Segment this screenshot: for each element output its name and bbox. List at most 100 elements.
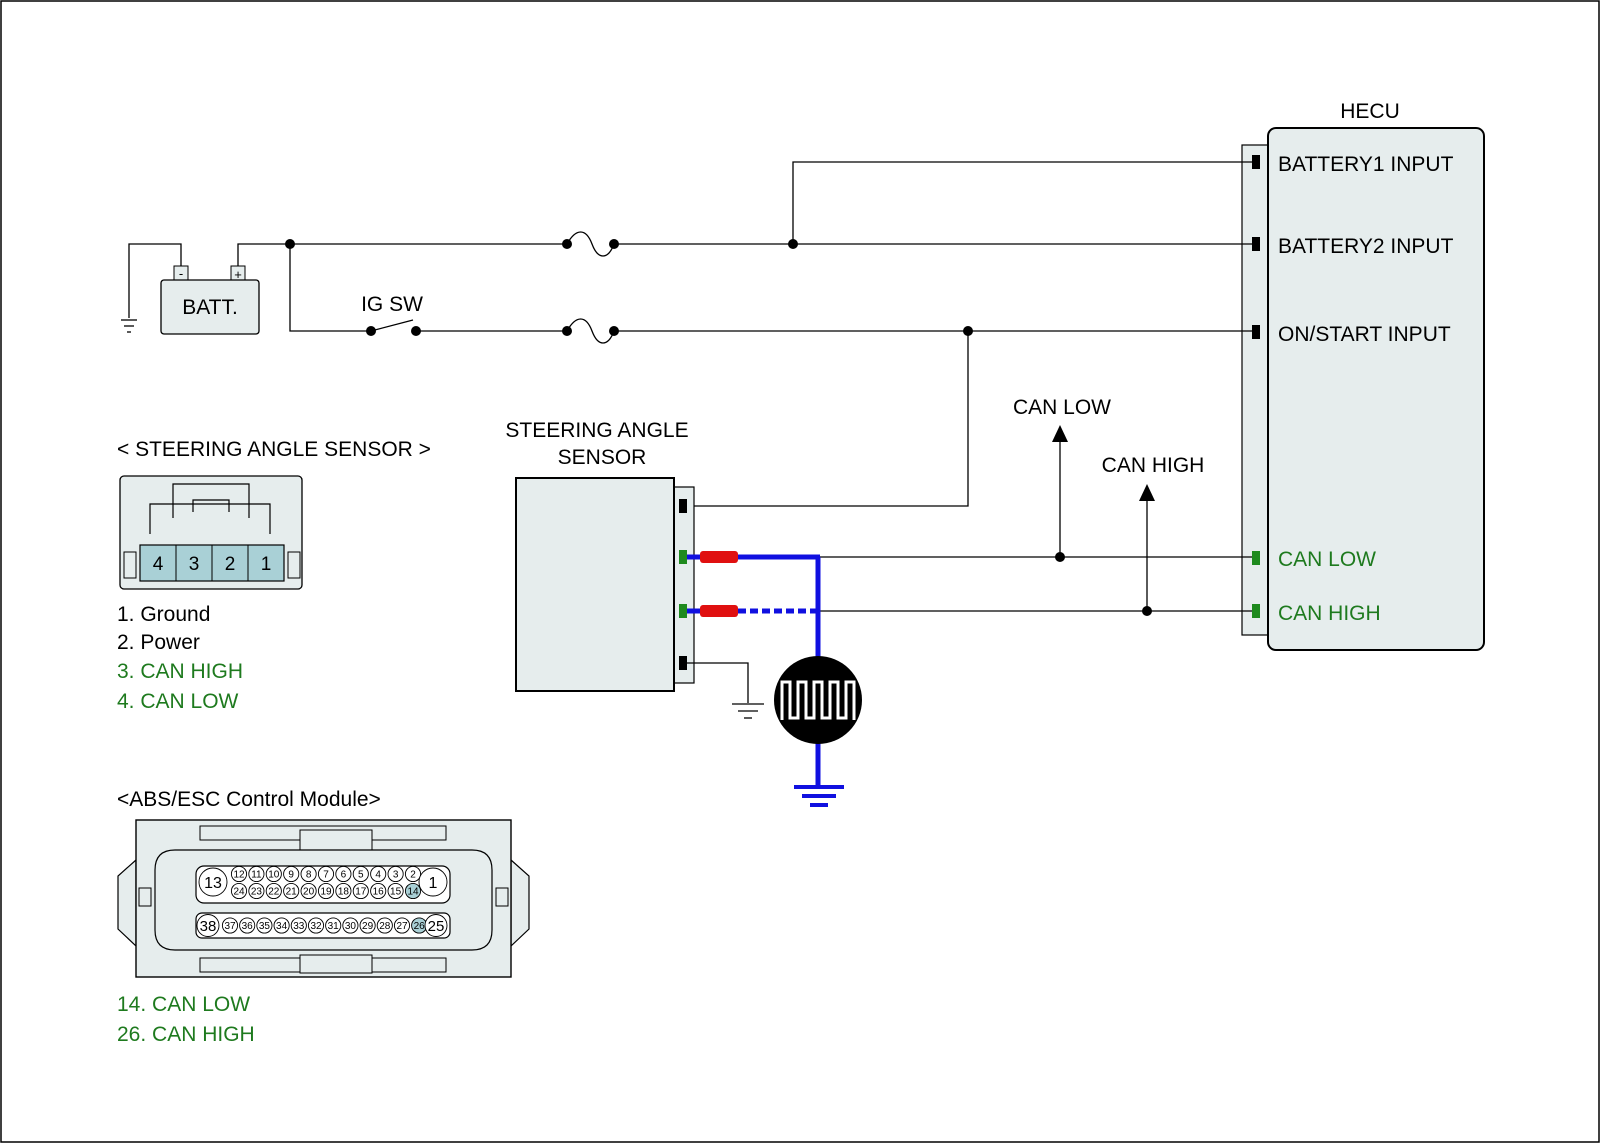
hecu-pin-battery1 [1252, 155, 1260, 169]
abs-pin [335, 865, 352, 883]
battery1-wire [792, 161, 1252, 244]
ig-switch-label: IG SW [361, 293, 423, 316]
hecu-module: HECU BATTERY1 INPUT BATTERY2 INPUT ON/ST… [1241, 100, 1485, 651]
hecu-pin-onstart [1252, 325, 1260, 339]
battery: - + BATT. [160, 265, 260, 335]
abs-pin [342, 917, 359, 934]
sas-legend-item: 2. Power [117, 631, 200, 654]
abs-pin [230, 865, 248, 883]
abs-pin [387, 882, 404, 900]
abs-pin [352, 865, 369, 883]
hecu-pin-battery2 [1252, 237, 1260, 251]
abs-pin-number: 5 [358, 870, 364, 881]
steering-angle-sensor: STEERING ANGLE SENSOR [505, 419, 695, 692]
sas-pin-number: 2 [225, 554, 236, 575]
abs-connector-title: <ABS/ESC Control Module> [117, 788, 381, 811]
abs-pin-number: 29 [362, 921, 374, 932]
junction-dot [788, 239, 798, 249]
abs-pin-number: 7 [323, 870, 329, 881]
abs-pin-number: 1 [429, 875, 438, 892]
abs-pin-number: 11 [251, 870, 262, 881]
abs-pin-number: 2 [410, 870, 416, 881]
abs-pin [307, 917, 325, 934]
abs-pin [370, 882, 387, 900]
abs-connector-bottom-key [299, 954, 373, 974]
abs-pin [239, 917, 256, 934]
sensor-pin-can-high [679, 604, 687, 618]
abs-pin [230, 882, 248, 900]
abs-pin-number: 23 [251, 887, 263, 898]
sas-legend-item: 1. Ground [117, 603, 210, 626]
abs-pin [424, 914, 448, 937]
abs-connector-side-lug [495, 887, 509, 907]
abs-pin-number: 37 [224, 921, 236, 932]
abs-connector-side-lug [138, 887, 152, 907]
abs-pin-number: 8 [306, 870, 312, 881]
abs-pin-number: 31 [328, 921, 340, 932]
abs-pin [283, 882, 300, 900]
sas-connector-side-lug [287, 551, 301, 579]
can-bus-wiring [687, 440, 1252, 807]
abs-pin-number: 26 [414, 921, 426, 932]
abs-pin-number: 28 [379, 921, 391, 932]
sensor-body [515, 477, 675, 692]
abs-pin [317, 865, 335, 883]
abs-pin-number: 18 [338, 887, 350, 898]
abs-pin [352, 882, 369, 900]
fuse-1 [566, 231, 615, 257]
abs-pin [300, 882, 317, 900]
abs-pin [248, 882, 265, 900]
sas-connector-latch [172, 483, 250, 518]
abs-pin [376, 917, 393, 934]
sensor-ground-wire [686, 662, 749, 703]
abs-connector-top-key [299, 829, 373, 851]
abs-pin-number: 6 [341, 870, 347, 881]
sas-pin-number: 3 [189, 554, 200, 575]
battery-body [160, 279, 260, 335]
arrow-up-icon [1139, 484, 1155, 501]
abs-pin-number: 20 [303, 887, 315, 898]
abs-pin-number: 17 [355, 887, 367, 898]
hecu-pin-can-low [1252, 551, 1260, 565]
abs-pin-number: 30 [345, 921, 357, 932]
battery-ground-wire [128, 243, 182, 318]
abs-pin [283, 865, 300, 883]
square-wave-icon [780, 680, 856, 720]
can-arrows: CAN LOW CAN HIGH [1013, 396, 1204, 501]
abs-pin [418, 867, 448, 897]
abs-pin-number: 3 [393, 870, 399, 881]
abs-legend: 14. CAN LOW 26. CAN HIGH [117, 993, 255, 1046]
abs-pin-number: 16 [373, 887, 385, 898]
sas-legend-item: 4. CAN LOW [117, 690, 239, 713]
sensor-title: SENSOR [558, 446, 647, 469]
abs-pin-number: 12 [233, 870, 245, 881]
sas-connector-latch [192, 499, 230, 512]
abs-pin [335, 882, 352, 900]
abs-pin [370, 865, 387, 883]
hecu-body [1267, 127, 1485, 651]
abs-pin [359, 917, 376, 934]
junction-dot [609, 239, 619, 249]
abs-pin-number: 22 [268, 887, 280, 898]
junction-dot [562, 239, 572, 249]
hecu-title: HECU [1340, 100, 1400, 123]
abs-pin-number: 24 [233, 887, 245, 898]
hecu-pin-label: CAN LOW [1278, 548, 1376, 571]
abs-pin [221, 917, 239, 934]
abs-pin [198, 867, 228, 897]
abs-pin-number: 13 [204, 875, 222, 892]
junction-dot [285, 239, 295, 249]
hecu-pin-can-high [1252, 604, 1260, 618]
abs-pin-number: 38 [200, 918, 217, 935]
abs-pin-number: 9 [288, 870, 294, 881]
abs-pin [265, 882, 282, 900]
sas-legend: 1. Ground 2. Power 3. CAN HIGH 4. CAN LO… [117, 603, 243, 713]
fuse-2 [566, 318, 615, 344]
abs-pin [290, 917, 307, 934]
abs-pin [404, 865, 422, 883]
abs-legend-item: 14. CAN LOW [117, 993, 250, 1016]
battery-plus-sign: + [234, 267, 242, 282]
sas-connector-title: < STEERING ANGLE SENSOR > [117, 438, 431, 461]
